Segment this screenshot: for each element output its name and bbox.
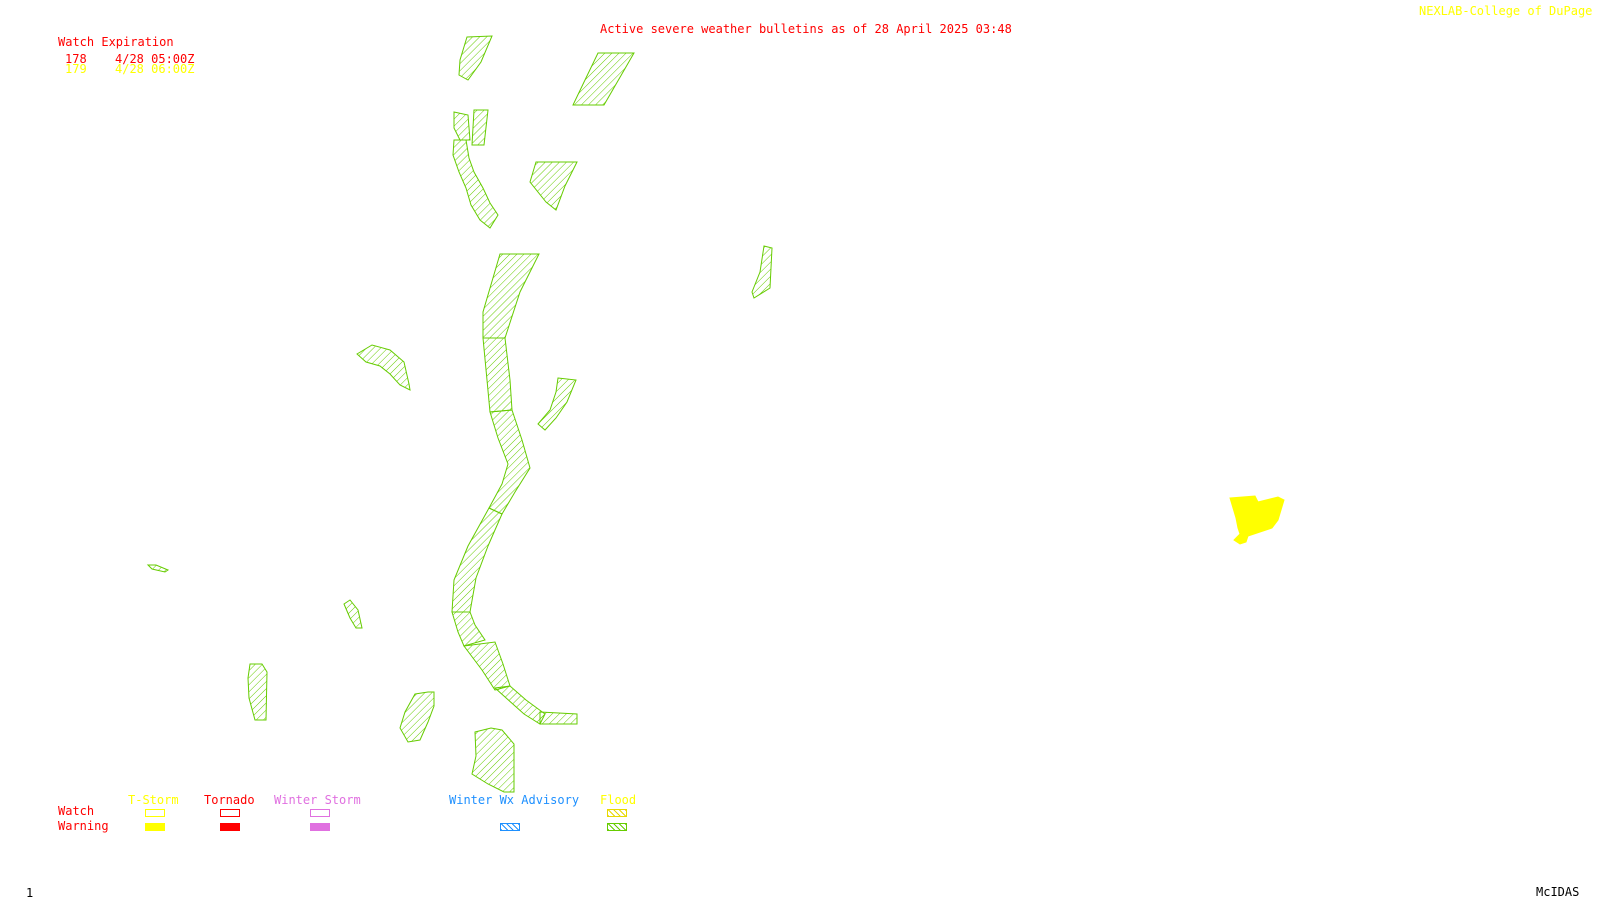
flood-warning-polygon — [399, 691, 435, 743]
legend-tstorm-watch-swatch — [145, 809, 165, 817]
legend-tornado-warning-swatch — [220, 823, 240, 831]
legend-winter-storm-label: Winter Storm — [274, 793, 361, 807]
legend-watch-row-label: Watch — [58, 804, 95, 818]
legend-winter-advisory-label: Winter Wx Advisory — [449, 793, 580, 807]
legend-tstorm-warning-swatch — [145, 823, 165, 831]
flood-warning-polygon — [452, 139, 499, 229]
credit-label: NEXLAB-College of DuPage R — [1419, 4, 1600, 18]
flood-warning-polygon — [453, 111, 471, 141]
legend-tornado-label: Tornado — [204, 793, 255, 807]
flood-warning-polygon — [471, 727, 515, 793]
flood-warning-polygon — [751, 245, 773, 299]
page-title: Active severe weather bulletins as of 28… — [600, 22, 1012, 36]
legend-warning-row-label: Warning — [58, 819, 109, 833]
watch-id: 178 — [65, 52, 87, 66]
flood-warning-polygon — [493, 685, 546, 725]
flood-warning-polygon — [488, 409, 531, 515]
watch-expiration-heading: Watch Expiration — [58, 35, 174, 49]
legend-tstorm-label: T-Storm — [128, 793, 179, 807]
flood-warning-polygon — [451, 507, 503, 613]
watch-time: 4/28 06:00Z — [115, 62, 195, 76]
legend-winter-advisory-swatch — [500, 823, 520, 831]
legend-winter-storm-watch-swatch — [310, 809, 330, 817]
flood-warning-polygon — [572, 52, 635, 106]
flood-warning-polygon — [458, 35, 493, 81]
flood-warning-polygon — [463, 641, 511, 691]
flood-warning-polygon — [451, 611, 486, 647]
legend-tornado-watch-swatch — [220, 809, 240, 817]
flood-warning-polygon — [529, 161, 578, 211]
flood-warning-polygon — [539, 711, 578, 725]
software-label: McIDAS — [1536, 885, 1580, 899]
watch-time: 4/28 05:00Z — [115, 52, 195, 66]
flood-warning-polygon — [471, 109, 489, 146]
flood-warning-polygon — [482, 253, 540, 339]
flood-warning-polygon — [537, 377, 577, 431]
tstorm-warning-polygon — [1229, 495, 1285, 545]
flood-warning-polygon — [356, 344, 411, 391]
flood-warning-polygon — [343, 599, 363, 629]
flood-warning-polygon — [482, 337, 513, 413]
legend-flood-label: Flood — [600, 793, 637, 807]
legend-winter-storm-warning-swatch — [310, 823, 330, 831]
flood-warning-polygon — [146, 564, 170, 573]
flood-warning-polygon — [247, 663, 268, 721]
frame-number: 1 — [26, 886, 34, 900]
legend-flood-watch-swatch — [607, 809, 627, 817]
legend-flood-warning-swatch — [607, 823, 627, 831]
watch-id: 179 — [65, 62, 87, 76]
